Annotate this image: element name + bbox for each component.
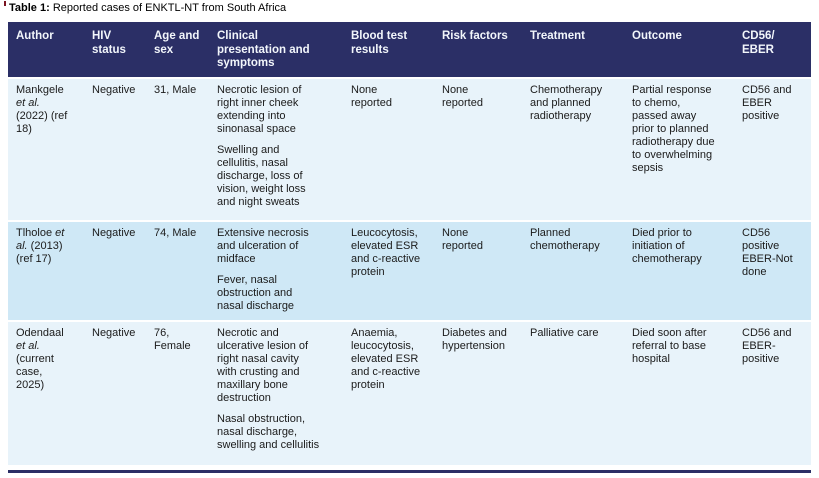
col-header-author: Author <box>8 22 84 79</box>
cell-age-sex: 76, Female <box>146 321 209 467</box>
cell-age-sex: 31, Male <box>146 78 209 222</box>
cell-blood-test-results: None reported <box>343 78 434 222</box>
col-header-blood-test-results: Blood test results <box>343 22 434 79</box>
col-header-outcome: Outcome <box>624 22 734 79</box>
col-header-clinical-presentation: Clinical presentation and symptoms <box>209 22 343 79</box>
cell-treatment: Chemotherapy and planned radiotherapy <box>522 78 624 222</box>
cell-treatment: Planned chemotherapy <box>522 221 624 322</box>
cell-blood-test-results: Leucocytosis, elevated ESR and c-reactiv… <box>343 221 434 322</box>
table-title-text: Reported cases of ENKTL-NT from South Af… <box>52 2 287 14</box>
cell-author: Odendaal et al. (current case, 2025) <box>8 321 84 467</box>
cell-treatment: Palliative care <box>522 321 624 467</box>
cell-outcome: Partial response to chemo, passed away p… <box>624 78 734 222</box>
col-header-age-sex: Age and sex <box>146 22 209 79</box>
cell-hiv-status: Negative <box>84 321 146 467</box>
cell-clinical-presentation: Necrotic and ulcerative lesion of right … <box>209 321 343 467</box>
cell-cd56-eber: CD56 and EBER positive <box>734 78 811 222</box>
cell-cd56-eber: CD56 positive EBER-Not done <box>734 221 811 322</box>
cell-outcome: Died soon after referral to base hospita… <box>624 321 734 467</box>
cell-cd56-eber: CD56 and EBER- positive <box>734 321 811 467</box>
table-row: Odendaal et al. (current case, 2025)Nega… <box>8 321 811 467</box>
cell-risk-factors: None reported <box>434 221 522 322</box>
table-title: Table 1: Reported cases of ENKTL-NT from… <box>9 2 286 15</box>
cell-hiv-status: Negative <box>84 221 146 322</box>
col-header-hiv-status: HIV status <box>84 22 146 79</box>
cell-author: Mankgele et al. (2022) (ref 18) <box>8 78 84 222</box>
cell-age-sex: 74, Male <box>146 221 209 322</box>
table-title-label: Table 1: <box>9 2 50 14</box>
cell-risk-factors: None reported <box>434 78 522 222</box>
cell-risk-factors: Diabetes and hypertension <box>434 321 522 467</box>
table-bottom-rule <box>8 469 811 473</box>
corner-mark <box>4 1 6 6</box>
cell-outcome: Died prior to initiation of chemotherapy <box>624 221 734 322</box>
cell-clinical-presentation: Necrotic lesion of right inner cheek ext… <box>209 78 343 222</box>
col-header-treatment: Treatment <box>522 22 624 79</box>
col-header-cd56-eber: CD56/ EBER <box>734 22 811 79</box>
cell-author: Tlholoe et al. (2013) (ref 17) <box>8 221 84 322</box>
cell-blood-test-results: Anaemia, leucocytosis, elevated ESR and … <box>343 321 434 467</box>
col-header-risk-factors: Risk factors <box>434 22 522 79</box>
cell-hiv-status: Negative <box>84 78 146 222</box>
cell-clinical-presentation: Extensive necrosis and ulceration of mid… <box>209 221 343 322</box>
